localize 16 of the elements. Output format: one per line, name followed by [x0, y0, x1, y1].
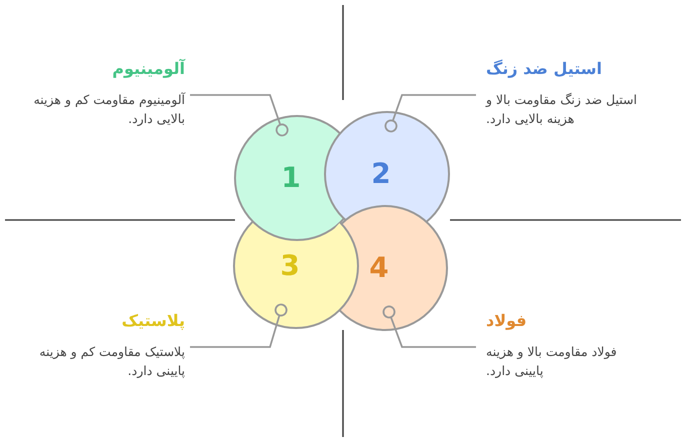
number-label: 4	[369, 253, 389, 283]
description: پلاستیک مقاومت کم و هزینه پایینی دارد.	[38, 343, 185, 380]
leader-line	[384, 94, 476, 132]
leader-line	[190, 304, 288, 348]
description: فولاد مقاومت بالا و هزینه پایینی دارد.	[486, 343, 618, 380]
number-label: 3	[280, 251, 300, 281]
leader-line	[190, 94, 288, 136]
description: استیل ضد زنگ مقاومت بالا و هزینه بالایی دارد.	[486, 91, 638, 128]
number-label: 1	[281, 163, 301, 193]
description: آلومینیوم مقاومت کم و هزینه بالایی دارد.	[32, 91, 185, 128]
heading: استیل ضد زنگ	[486, 58, 602, 80]
heading: فولاد	[486, 310, 527, 332]
number-label: 2	[371, 159, 391, 189]
heading: آلومینیوم	[112, 58, 185, 80]
heading: پلاستیک	[122, 310, 185, 332]
leader-line	[382, 306, 476, 348]
